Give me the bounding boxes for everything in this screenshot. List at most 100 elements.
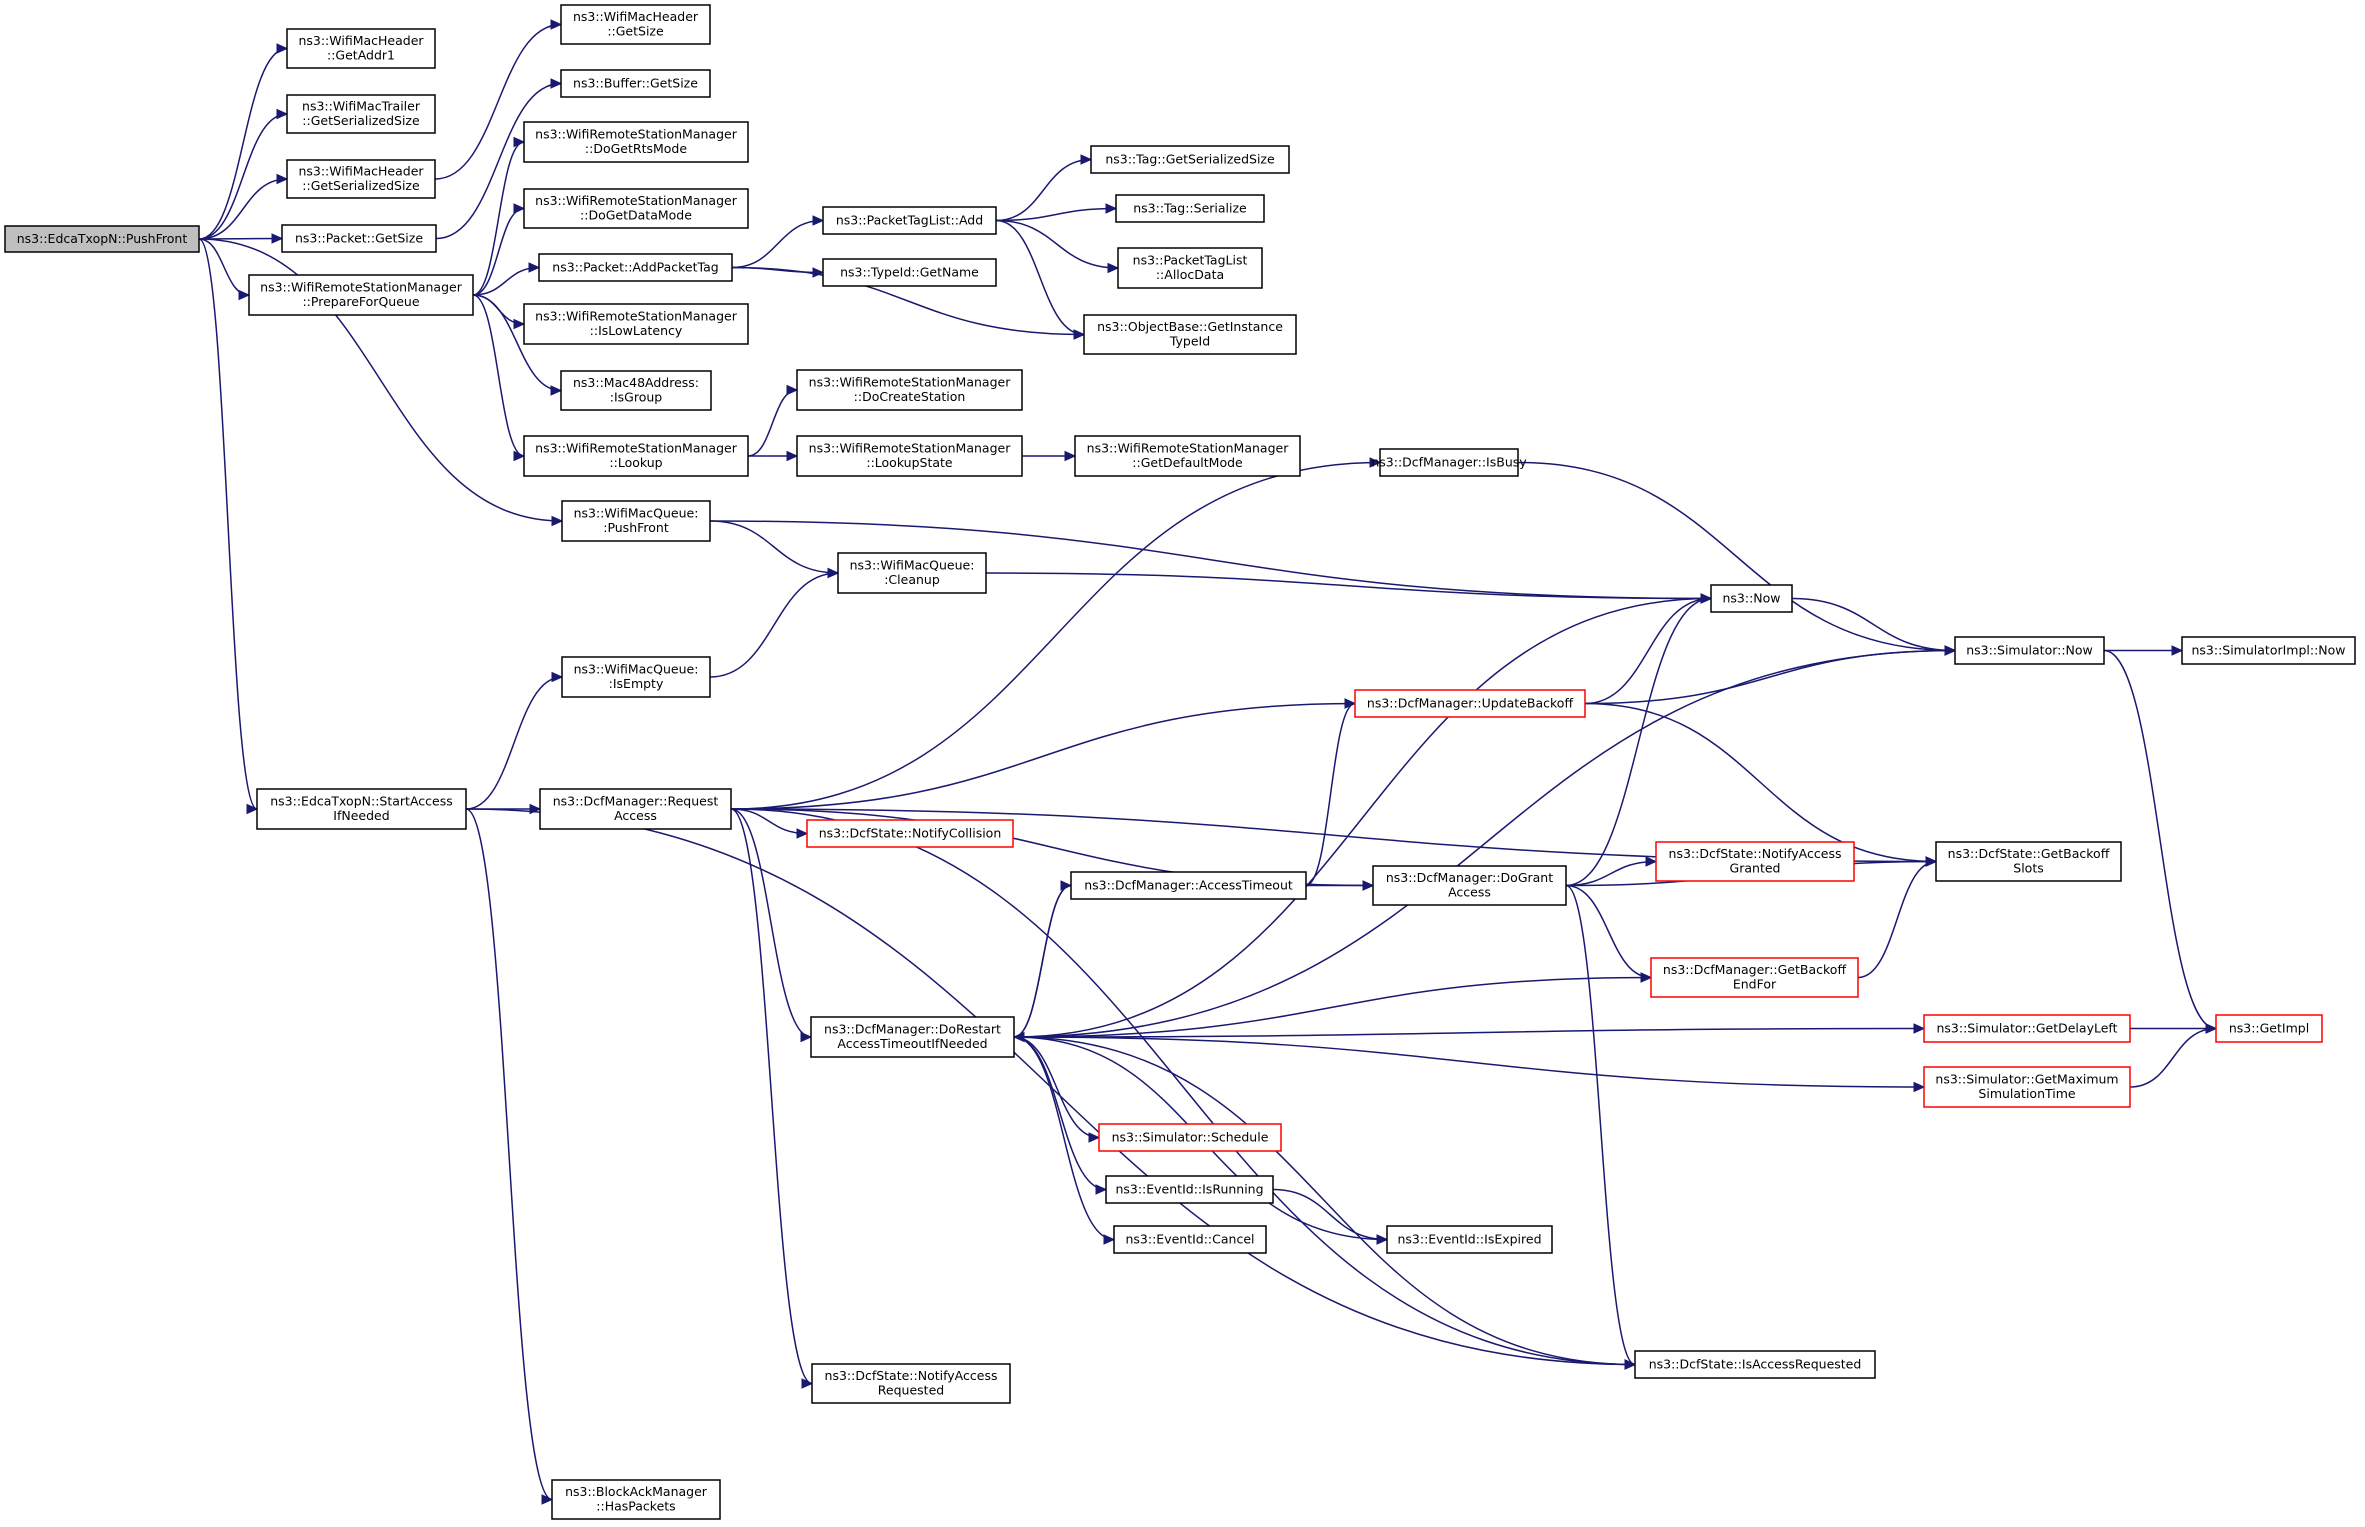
node-label-line: ns3::WifiMacTrailer [302, 99, 421, 114]
node-ns3-wifiremotestationmanager-dogetrtsmode[interactable]: ns3::WifiRemoteStationManager::DoGetRtsM… [523, 121, 749, 163]
node-label-line: ns3::Now [1722, 590, 1780, 605]
node-label-line: ns3::WifiRemoteStationManager [809, 375, 1012, 390]
node-ns3-wifiremotestationmanager-islowlatency[interactable]: ns3::WifiRemoteStationManager::IsLowLate… [523, 303, 749, 345]
node-ns3-packet-getsize[interactable]: ns3::Packet::GetSize [281, 224, 437, 253]
node-ns3-dcfstate-notifycollision[interactable]: ns3::DcfState::NotifyCollision [806, 819, 1014, 848]
arrow-head [1064, 450, 1077, 462]
arrow-head [1944, 645, 1957, 656]
node-label-line: ::GetSerializedSize [302, 178, 420, 193]
arrow-head [551, 671, 564, 683]
node-box [810, 1016, 1015, 1058]
node-box [796, 369, 1023, 411]
node-ns3-typeid-getname[interactable]: ns3::TypeId::GetName [822, 258, 997, 287]
node-ns3-wifiremotestationmanager-docreatestation[interactable]: ns3::WifiRemoteStationManager::DoCreateS… [796, 369, 1023, 411]
node-label-line: TypeId [1169, 334, 1210, 349]
node-box [561, 656, 711, 698]
node-label-line: ns3::DcfManager::GetBackoff [1663, 962, 1847, 977]
node-ns3-eventid-isexpired[interactable]: ns3::EventId::IsExpired [1386, 1225, 1553, 1254]
node-ns3-wifiremotestationmanager-prepareforqueue[interactable]: ns3::WifiRemoteStationManager::PrepareFo… [248, 274, 474, 316]
node-ns3-packettaglist-allocdata[interactable]: ns3::PacketTagList::AllocData [1117, 247, 1263, 289]
node-label-line: Slots [2013, 861, 2043, 876]
node-ns3-dcfstate-isaccessrequested[interactable]: ns3::DcfState::IsAccessRequested [1634, 1350, 1876, 1379]
node-ns3-wifimacheader-getaddr1[interactable]: ns3::WifiMacHeader::GetAddr1 [286, 28, 436, 69]
node-box [1074, 435, 1301, 477]
node-box [1923, 1066, 2131, 1108]
edge-n32-n37 [1305, 702, 1356, 887]
edge-n19-n27 [995, 158, 1092, 222]
node-ns3-packettaglist-add[interactable]: ns3::PacketTagList::Add [822, 206, 997, 235]
node-label-line: ns3::GetImpl [2229, 1020, 2309, 1035]
edge-n25-n43 [1013, 1036, 1636, 1366]
node-label-line: ns3::WifiMacHeader [298, 164, 424, 179]
node-ns3-mac48address-isgroup[interactable]: ns3::Mac48Address::IsGroup [560, 370, 712, 411]
node-ns3-eventid-isrunning[interactable]: ns3::EventId::IsRunning [1105, 1175, 1274, 1204]
edge-n3-n7 [434, 23, 562, 180]
node-ns3-dcfmanager-accesstimeout[interactable]: ns3::DcfManager::AccessTimeout [1070, 871, 1307, 900]
node-label-line: ns3::Mac48Address: [573, 375, 699, 390]
node-ns3-wifimacqueue-cleanup[interactable]: ns3::WifiMacQueue::Cleanup [837, 552, 987, 594]
node-ns3-wifimactrailer-getserializedsize[interactable]: ns3::WifiMacTrailer::GetSerializedSize [286, 94, 436, 134]
edge-n44-n49 [2103, 649, 2217, 1030]
node-box [523, 121, 749, 163]
arrow-head [271, 233, 284, 244]
node-label-line: ns3::WifiRemoteStationManager [535, 441, 738, 456]
node-ns3-wifimacqueue-pushfront[interactable]: ns3::WifiMacQueue::PushFront [561, 500, 711, 542]
edge-n25-n46 [1013, 1027, 1925, 1038]
node-ns3-now[interactable]: ns3::Now [1710, 584, 1793, 613]
arrow-head [796, 828, 809, 839]
edge-n25-n34 [1013, 1036, 1107, 1191]
node-ns3-getimpl[interactable]: ns3::GetImpl [2215, 1014, 2323, 1043]
edge-n36-n44 [1517, 461, 1956, 652]
node-ns3-blockackmanager-haspackets[interactable]: ns3::BlockAckManager::HasPackets [551, 1479, 721, 1520]
node-box [1650, 957, 1859, 998]
node-ns3-wifiremotestationmanager-dogetdatamode[interactable]: ns3::WifiRemoteStationManager::DoGetData… [523, 188, 749, 229]
node-ns3-tag-serialize[interactable]: ns3::Tag::Serialize [1115, 194, 1265, 223]
edge-n47-n49 [2129, 1027, 2217, 1088]
node-ns3-simulatorimpl-now[interactable]: ns3::SimulatorImpl::Now [2181, 636, 2356, 665]
node-label-line: ns3::PacketTagList [1133, 253, 1248, 268]
arrow-head [276, 108, 289, 120]
node-label-line: Requested [878, 1383, 944, 1398]
arrow-head [513, 203, 526, 214]
node-label-line: ns3::Simulator::Now [1966, 642, 2093, 657]
node-ns3-tag-getserializedsize[interactable]: ns3::Tag::GetSerializedSize [1090, 145, 1290, 174]
arrow-head [1344, 698, 1357, 709]
node-ns3-buffer-getsize[interactable]: ns3::Buffer::GetSize [560, 69, 711, 98]
node-ns3-packet-addpackettag[interactable]: ns3::Packet::AddPacketTag [538, 253, 733, 282]
node-ns3-eventid-cancel[interactable]: ns3::EventId::Cancel [1113, 1225, 1267, 1254]
node-box [560, 370, 712, 411]
node-ns3-wifiremotestationmanager-getdefaultmode[interactable]: ns3::WifiRemoteStationManager::GetDefaul… [1074, 435, 1301, 477]
node-ns3-wifiremotestationmanager-lookup[interactable]: ns3::WifiRemoteStationManager::Lookup [523, 435, 749, 477]
arrow-head [1012, 1031, 1025, 1043]
node-ns3-wifimacheader-getserializedsize[interactable]: ns3::WifiMacHeader::GetSerializedSize [286, 159, 436, 199]
arrow-head [1913, 1023, 1926, 1034]
node-ns3-simulator-now[interactable]: ns3::Simulator::Now [1954, 636, 2105, 665]
node-ns3-wifimacqueue-isempty[interactable]: ns3::WifiMacQueue::IsEmpty [561, 656, 711, 698]
node-ns3-wifiremotestationmanager-lookupstate[interactable]: ns3::WifiRemoteStationManager::LookupSta… [796, 435, 1023, 477]
arrow-head [513, 318, 526, 330]
node-ns3-dcfmanager-isbusy[interactable]: ns3::DcfManager::IsBusy [1371, 448, 1527, 477]
node-ns3-simulator-getdelayleft[interactable]: ns3::Simulator::GetDelayLeft [1923, 1014, 2131, 1043]
node-ns3-simulator-schedule[interactable]: ns3::Simulator::Schedule [1098, 1123, 1282, 1152]
arrow-head [1624, 1359, 1637, 1370]
node-box [286, 28, 436, 69]
node-box [1354, 689, 1586, 718]
node-label-line: ns3::WifiRemoteStationManager [535, 309, 738, 324]
arrow-head [2171, 645, 2184, 656]
node-ns3-dcfmanager-updatebackoff[interactable]: ns3::DcfManager::UpdateBackoff [1354, 689, 1586, 718]
node-ns3-dcfmanager-dorestartaccesstimeoutifneeded[interactable]: ns3::DcfManager::DoRestartAccessTimeoutI… [810, 1016, 1015, 1058]
node-label-line: ns3::WifiRemoteStationManager [809, 441, 1012, 456]
node-ns3-wifimacheader-getsize[interactable]: ns3::WifiMacHeader::GetSize [560, 4, 711, 45]
node-ns3-edcatxopn-pushfront[interactable]: ns3::EdcaTxopN::PushFront [4, 225, 200, 253]
edge-n37-n45 [1584, 702, 1937, 863]
node-label-line: ::LookupState [866, 455, 953, 470]
